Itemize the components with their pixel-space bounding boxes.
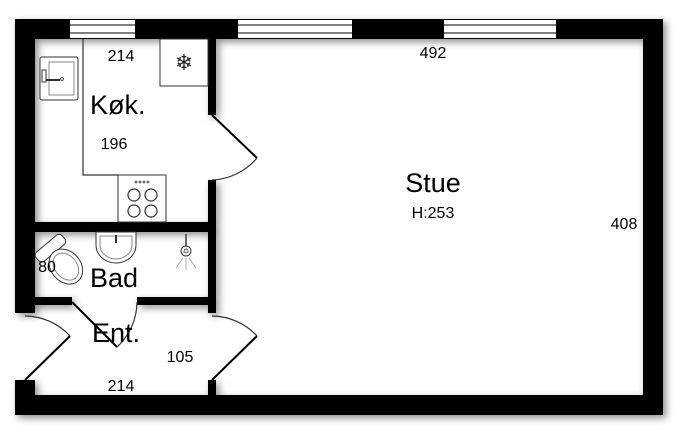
bath-door[interactable] bbox=[71, 301, 138, 348]
living-width: 492 bbox=[420, 45, 447, 62]
right-wall bbox=[643, 19, 663, 415]
living-height: H:253 bbox=[412, 205, 455, 222]
snowflake-glyph: ❄ bbox=[175, 50, 193, 75]
bath-wall-right bbox=[137, 297, 216, 305]
entrance-width: 214 bbox=[108, 378, 135, 395]
shower-icon bbox=[175, 234, 197, 270]
bath-fixtures bbox=[34, 231, 197, 285]
bath-label: Bad bbox=[90, 263, 138, 293]
window bbox=[444, 20, 556, 38]
left-wall-lower bbox=[15, 380, 35, 415]
front-door[interactable] bbox=[24, 315, 71, 381]
labels: 214 Køk. 196 492 Stue H:253 408 80 Bad E… bbox=[38, 45, 637, 395]
stove-icon bbox=[117, 174, 167, 223]
entry-wall-lower bbox=[208, 380, 216, 400]
kitchen-depth: 196 bbox=[101, 136, 128, 153]
kitchen-sink-icon bbox=[39, 56, 79, 101]
walls bbox=[15, 19, 663, 415]
entrance-depth: 105 bbox=[167, 349, 194, 366]
kitchen-width: 214 bbox=[108, 48, 135, 65]
living-depth: 408 bbox=[611, 216, 638, 233]
living-door[interactable] bbox=[211, 315, 258, 381]
kitchen-wall-upper bbox=[208, 39, 216, 115]
kitchen-bath-wall bbox=[35, 222, 216, 232]
living-label: Stue bbox=[405, 168, 461, 198]
kitchen-door[interactable] bbox=[211, 114, 258, 181]
left-wall-upper bbox=[15, 19, 35, 313]
kitchen-label: Køk. bbox=[90, 90, 146, 120]
kitchen-wall-lower bbox=[208, 180, 216, 313]
doors bbox=[24, 114, 258, 381]
windows bbox=[70, 20, 556, 38]
freezer-snowflake-icon bbox=[159, 38, 209, 87]
window bbox=[70, 20, 135, 38]
entrance-label: Ent. bbox=[92, 318, 140, 348]
bottom-wall bbox=[15, 395, 663, 415]
bath-wall-left bbox=[35, 297, 72, 305]
washbasin-icon bbox=[95, 231, 137, 264]
window bbox=[238, 20, 352, 38]
kitchen-counter: ❄ bbox=[39, 38, 209, 223]
bath-width: 80 bbox=[38, 259, 56, 276]
toilet-icon bbox=[34, 233, 84, 285]
